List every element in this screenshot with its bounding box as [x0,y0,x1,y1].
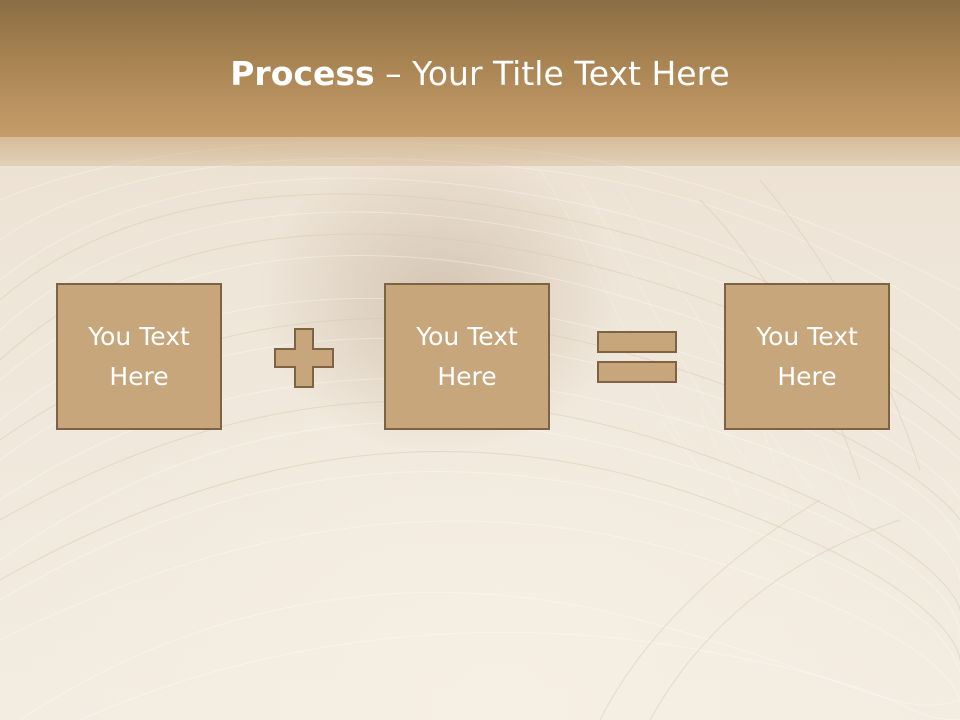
slide-title: Process – Your Title Text Here [0,48,960,100]
slide-title-bold: Process [230,54,375,93]
process-box-2[interactable]: You Text Here [384,283,550,430]
process-box-2-label: You Text Here [416,321,518,391]
process-box-1-label: You Text Here [88,321,190,391]
title-bar [0,0,960,137]
process-box-3-label: You Text Here [756,321,858,391]
equals-icon [597,331,677,383]
slide-title-rest: – Your Title Text Here [374,54,730,93]
process-box-3[interactable]: You Text Here [724,283,890,430]
process-box-1[interactable]: You Text Here [56,283,222,430]
plus-icon [274,328,334,388]
title-band [0,137,960,166]
